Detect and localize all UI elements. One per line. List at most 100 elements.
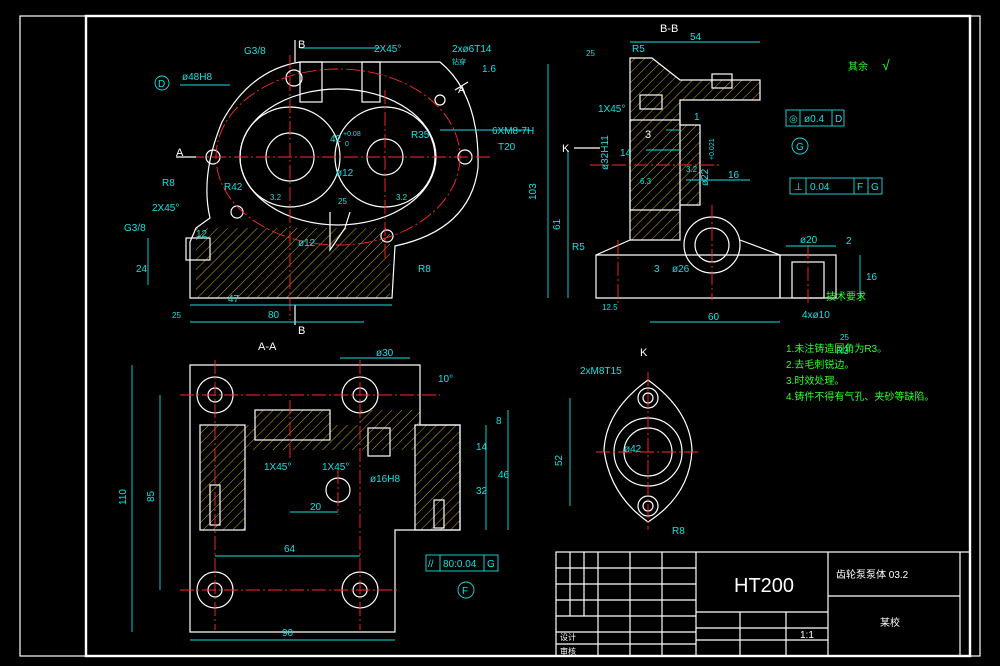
label-rough-bottom: 25 [172,311,181,320]
label-aa-110: 110 [118,489,129,505]
notes-item-1: 1.未注铸造圆角为R3。 [786,342,887,355]
section-aa-labels: A-A ø30 10° 8 14 46 32 110 85 1X45° 1X45… [118,341,510,639]
label-bb-rough-top: 25 [586,49,595,58]
label-r8-bottom: R8 [418,264,431,275]
label-dim-47: 47 [228,294,240,305]
gdt-perp-g: G [871,182,879,193]
section-bb [547,41,861,323]
label-datum-d: D [158,79,165,90]
label-bb-r3: R3 [836,346,849,357]
label-bb-chamfer: 1X45° [598,104,625,115]
label-aa-20: 20 [310,502,322,513]
checked-by-label: 审核 [560,646,576,656]
label-rough-25: 25 [338,197,347,206]
label-center-tol-dn: 0 [345,141,349,148]
label-bb-d20: ø20 [800,235,818,246]
label-r42: R42 [224,182,243,193]
gdt-conc-symbol: ◎ [789,114,798,125]
label-chamfer-top: 2X45° [374,44,401,55]
title-view-k: K [640,347,648,359]
label-aa-d16h8: ø16H8 [370,474,400,485]
school-name: 某校 [880,616,900,629]
cut-mark-a-right: A [458,84,466,96]
main-view [147,40,530,325]
view-k-labels: K 2xM8T15 52 ø42 R8 [554,347,685,537]
label-bore-d48: ø48H8 [182,72,212,83]
cut-mark-b-top: B [298,39,305,51]
main-view-labels: A A B B G3/8 2X45° 2xø6T14 钻穿 1.6 D ø48H… [124,39,534,337]
inner-frame [84,14,972,658]
label-bb-rough-125: 12.5 [602,303,618,312]
label-aa-90: 90 [282,628,294,639]
label-bb-r5-top: R5 [632,44,645,55]
gdt-conc-datum: D [835,114,842,125]
label-bb-d22: ø22 [700,168,711,186]
outer-frame [19,15,981,657]
cut-mark-a-left: A [176,147,184,159]
label-bb-rough-bot: 25 [840,333,849,342]
label-bb-14: 14 [620,148,632,159]
title-block: HT200 齿轮泵泵体 03.2 某校 1:1 设计 审核 [555,551,971,657]
label-bb-103: 103 [528,183,539,200]
label-aa-32: 32 [476,486,488,497]
surface-rough-label: 其余 [848,60,868,73]
cut-mark-b-bottom: B [298,325,305,337]
label-bb-4d10: 4xø10 [802,310,830,321]
label-d12-a: ø12 [336,168,354,179]
label-bb-54: 54 [690,32,702,43]
label-thread-m8: 6XM8-7H [492,126,534,137]
title-section-aa: A-A [258,341,277,353]
label-bb-3: 3 [645,129,651,141]
label-bb-3b: 3 [654,264,660,275]
label-g38-top: G3/8 [244,46,266,57]
gdt-perp-symbol: ⊥ [794,182,803,193]
label-center-tol-up: +0.08 [343,131,361,138]
label-bb-rough-32: 3.2 [686,165,698,174]
label-bb-rough-63: 6.3 [640,177,652,186]
label-k-r8: R8 [672,526,685,537]
label-aa-8: 8 [496,416,502,427]
label-k-52: 52 [554,454,565,466]
notes-item-2: 2.去毛刺锐边。 [786,358,854,371]
gdt-frames: ◎ ø0.4 D G ⊥ 0.04 F G // 80:0.04 G F [425,109,883,599]
section-aa [131,357,509,641]
label-dim-24: 24 [136,264,148,275]
gdt-datum-g: G [796,142,804,153]
label-aa-85: 85 [146,490,157,502]
label-bb-60: 60 [708,312,720,323]
label-center-dist: 42 [330,134,342,145]
notes-item-3: 3.时效处理。 [786,374,844,387]
label-holes-top: 2xø6T14 [452,44,492,55]
label-aa-d30: ø30 [376,348,394,359]
label-bb-d22-tol: +0.021 [709,138,716,160]
datum-d-circle [154,75,170,91]
label-bb-r5-bottom: R5 [572,242,585,253]
title-section-bb: B-B [660,23,678,35]
notes-block: 其余 √ 技术要求 1.未注铸造圆角为R3。 2.去毛刺锐边。 3.时效处理。 … [786,57,934,403]
notes-item-4: 4.铸件不得有气孔、夹砂等缺陷。 [786,390,934,403]
gdt-perp-value: 0.04 [810,182,830,193]
label-holes-note: 钻穿 [452,57,466,66]
gdt-datum-f: F [462,586,468,597]
label-aa-46: 46 [498,470,510,481]
material-label: HT200 [734,575,794,597]
label-bb-2: 2 [846,236,852,247]
label-dim-80: 80 [268,310,280,321]
label-rough-16: 1.6 [482,64,496,75]
gdt-perp-f: F [857,182,863,193]
label-aa-chamfer-a: 1X45° [264,462,291,473]
label-k-thread: 2xM8T15 [580,366,622,377]
label-bb-16b: 16 [866,272,878,283]
label-aa-10deg: 10° [438,374,453,385]
section-bb-labels: B-B 54 25 R5 103 61 1X45° ø32H11 3 14 1 … [528,23,878,357]
label-aa-chamfer-b: 1X45° [322,462,349,473]
label-chamfer-left: 2X45° [152,203,179,214]
part-name: 齿轮泵泵体 03.2 [836,568,909,581]
view-k [569,372,700,530]
label-thread-depth: T20 [498,142,516,153]
label-bb-d32h11: ø32H11 [600,135,611,170]
label-d12-b: ø12 [298,238,316,249]
scale-value: 1:1 [800,630,814,641]
